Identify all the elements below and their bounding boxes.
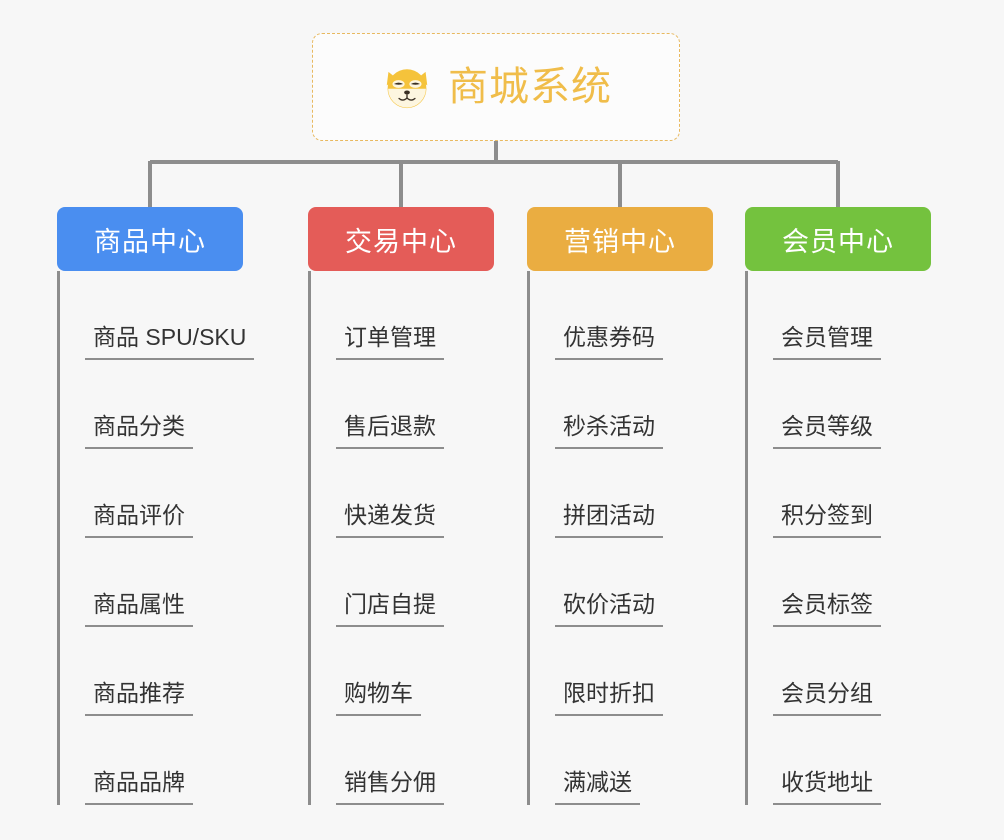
leaf-spine <box>308 271 311 360</box>
leaf-spine <box>527 716 530 805</box>
leaf-spine <box>745 271 748 360</box>
leaf-label: 会员分组 <box>773 679 881 716</box>
leaf-list: 会员管理会员等级积分签到会员标签会员分组收货地址 <box>745 271 931 805</box>
leaf-label: 积分签到 <box>773 501 881 538</box>
leaf-label: 商品属性 <box>85 590 193 627</box>
leaf-spine <box>527 360 530 449</box>
leaf-item[interactable]: 限时折扣 <box>527 627 713 716</box>
leaf-spine <box>745 627 748 716</box>
root-node[interactable]: 商城系统 <box>312 33 680 141</box>
leaf-label: 优惠券码 <box>555 323 663 360</box>
leaf-item[interactable]: 商品推荐 <box>57 627 243 716</box>
leaf-spine <box>57 271 60 360</box>
leaf-item[interactable]: 收货地址 <box>745 716 931 805</box>
leaf-item[interactable]: 销售分佣 <box>308 716 494 805</box>
leaf-spine <box>57 538 60 627</box>
leaf-item[interactable]: 积分签到 <box>745 449 931 538</box>
leaf-item[interactable]: 商品评价 <box>57 449 243 538</box>
leaf-label: 售后退款 <box>336 412 444 449</box>
leaf-spine <box>57 360 60 449</box>
leaf-label: 订单管理 <box>336 323 444 360</box>
leaf-spine <box>57 627 60 716</box>
category-header-trade-center[interactable]: 交易中心 <box>308 207 494 271</box>
leaf-spine <box>745 538 748 627</box>
leaf-spine <box>308 627 311 716</box>
leaf-item[interactable]: 秒杀活动 <box>527 360 713 449</box>
leaf-item[interactable]: 会员标签 <box>745 538 931 627</box>
leaf-label: 门店自提 <box>336 590 444 627</box>
shiba-dog-face-icon <box>380 60 434 114</box>
category-label: 营销中心 <box>564 226 676 257</box>
leaf-label: 会员标签 <box>773 590 881 627</box>
leaf-item[interactable]: 会员等级 <box>745 360 931 449</box>
category-label: 会员中心 <box>782 226 894 257</box>
leaf-label: 收货地址 <box>773 768 881 805</box>
leaf-spine <box>57 449 60 538</box>
category-column-member-center: 会员中心会员管理会员等级积分签到会员标签会员分组收货地址 <box>745 207 931 805</box>
category-column-product-center: 商品中心商品 SPU/SKU 商品分类商品评价商品属性商品推荐商品品牌 <box>57 207 255 805</box>
leaf-list: 优惠券码秒杀活动拼团活动砍价活动限时折扣满减送 <box>527 271 713 805</box>
category-column-marketing-center: 营销中心优惠券码秒杀活动拼团活动砍价活动限时折扣满减送 <box>527 207 713 805</box>
leaf-list: 商品 SPU/SKU 商品分类商品评价商品属性商品推荐商品品牌 <box>57 271 255 805</box>
leaf-label: 拼团活动 <box>555 501 663 538</box>
leaf-spine <box>308 360 311 449</box>
category-header-product-center[interactable]: 商品中心 <box>57 207 243 271</box>
category-column-trade-center: 交易中心订单管理售后退款快递发货门店自提购物车销售分佣 <box>308 207 494 805</box>
leaf-item[interactable]: 满减送 <box>527 716 713 805</box>
leaf-item[interactable]: 售后退款 <box>308 360 494 449</box>
root-title: 商城系统 <box>448 65 612 109</box>
leaf-label: 商品评价 <box>85 501 193 538</box>
leaf-item[interactable]: 商品 SPU/SKU <box>57 271 255 360</box>
leaf-label: 秒杀活动 <box>555 412 663 449</box>
leaf-item[interactable]: 购物车 <box>308 627 494 716</box>
leaf-label: 购物车 <box>336 679 421 716</box>
leaf-label: 会员等级 <box>773 412 881 449</box>
leaf-label: 限时折扣 <box>555 679 663 716</box>
leaf-spine <box>527 627 530 716</box>
leaf-spine <box>527 538 530 627</box>
leaf-item[interactable]: 商品属性 <box>57 538 243 627</box>
leaf-spine <box>308 538 311 627</box>
leaf-item[interactable]: 订单管理 <box>308 271 494 360</box>
leaf-label: 会员管理 <box>773 323 881 360</box>
leaf-spine <box>57 716 60 805</box>
leaf-item[interactable]: 商品品牌 <box>57 716 243 805</box>
category-header-member-center[interactable]: 会员中心 <box>745 207 931 271</box>
leaf-label: 砍价活动 <box>555 590 663 627</box>
leaf-item[interactable]: 优惠券码 <box>527 271 713 360</box>
leaf-spine <box>745 449 748 538</box>
leaf-spine <box>745 716 748 805</box>
leaf-label: 商品推荐 <box>85 679 193 716</box>
category-header-marketing-center[interactable]: 营销中心 <box>527 207 713 271</box>
leaf-label: 商品 SPU/SKU <box>85 323 255 360</box>
leaf-spine <box>308 716 311 805</box>
leaf-item[interactable]: 门店自提 <box>308 538 494 627</box>
leaf-spine <box>527 271 530 360</box>
leaf-item[interactable]: 会员管理 <box>745 271 931 360</box>
leaf-item[interactable]: 会员分组 <box>745 627 931 716</box>
leaf-item[interactable]: 商品分类 <box>57 360 243 449</box>
category-label: 商品中心 <box>94 226 206 257</box>
category-label: 交易中心 <box>345 226 457 257</box>
leaf-spine <box>527 449 530 538</box>
leaf-label: 满减送 <box>555 768 640 805</box>
leaf-list: 订单管理售后退款快递发货门店自提购物车销售分佣 <box>308 271 494 805</box>
leaf-item[interactable]: 快递发货 <box>308 449 494 538</box>
leaf-item[interactable]: 拼团活动 <box>527 449 713 538</box>
leaf-label: 销售分佣 <box>336 768 444 805</box>
leaf-item[interactable]: 砍价活动 <box>527 538 713 627</box>
leaf-spine <box>745 360 748 449</box>
leaf-label: 快递发货 <box>336 501 444 538</box>
leaf-spine <box>308 449 311 538</box>
leaf-label: 商品品牌 <box>85 768 193 805</box>
leaf-label: 商品分类 <box>85 412 193 449</box>
